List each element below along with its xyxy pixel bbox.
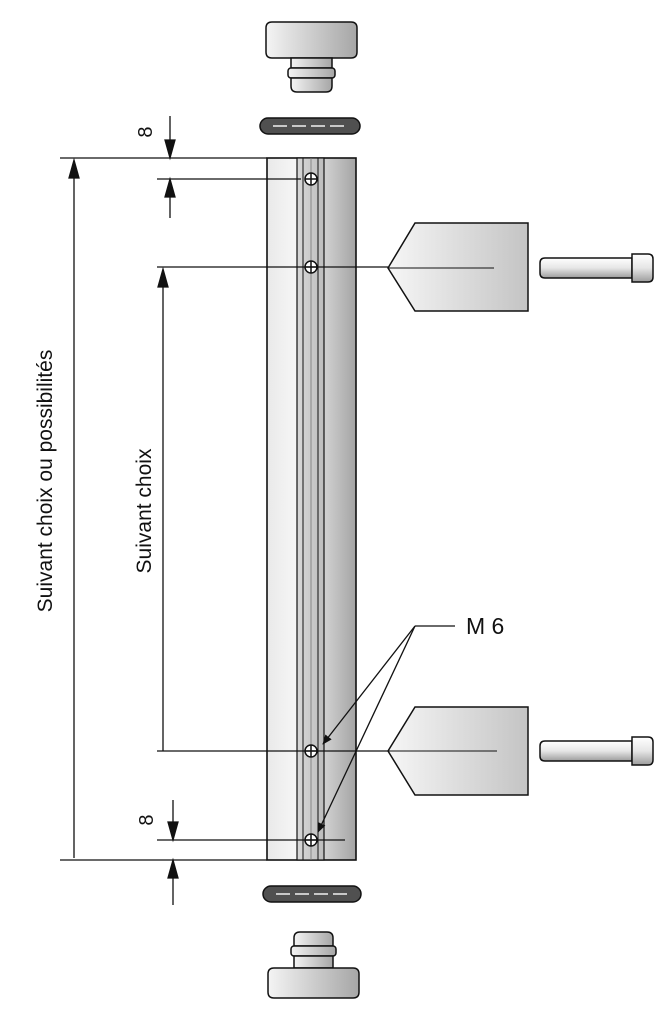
bottom-8-label: 8 — [136, 814, 158, 825]
overall-dimension-label: Suivant choix ou possibilités — [34, 350, 57, 613]
bottom-seal-ring — [262, 885, 362, 903]
top-seal-ring — [259, 117, 361, 135]
level-gauge-bar — [266, 157, 357, 861]
bottom-8-dimension — [167, 800, 179, 905]
m6-leaders — [317, 625, 455, 833]
spacing-dimension-label: Suivant choix — [133, 448, 156, 573]
top-8-label: 8 — [135, 126, 157, 137]
spacing-dimension-line — [157, 266, 169, 751]
overall-dimension-line — [68, 157, 80, 858]
lower-clamp — [387, 706, 529, 796]
top-cap-knob — [265, 21, 358, 93]
bottom-cap-knob — [267, 931, 360, 999]
extension-lines — [60, 157, 388, 861]
upper-bolt — [539, 253, 654, 283]
top-8-dimension — [164, 116, 176, 218]
upper-clamp — [387, 222, 529, 312]
hole-1 — [304, 172, 318, 186]
lower-bolt — [539, 736, 654, 766]
m6-label: M 6 — [466, 613, 504, 639]
